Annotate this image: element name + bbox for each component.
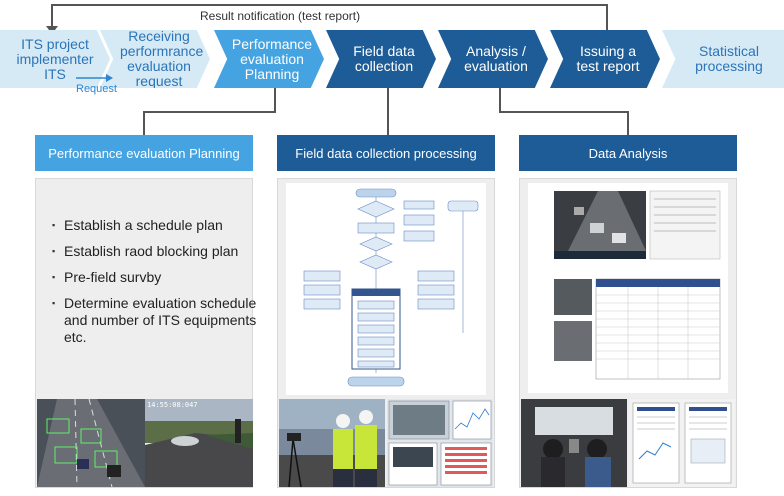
step-label: ITS project implementer ITS <box>16 35 94 82</box>
monitoring-screens-photo <box>387 399 493 487</box>
bullet-item: Establish raod blocking plan <box>52 243 257 260</box>
analysis-software-screen <box>528 183 728 393</box>
field-workers-photo <box>279 399 385 487</box>
report-documents-photo <box>629 399 735 487</box>
panel-planning: Establish a schedule plan Establish raod… <box>35 178 256 488</box>
step-label: Performance evaluation Planning <box>231 35 313 82</box>
photo-timestamp: 14:55:08:047 <box>147 401 198 409</box>
request-label: Request <box>76 83 117 95</box>
step-label: Analysis / evaluation <box>464 43 528 74</box>
step-receiving: Receiving performrance evaluation reques… <box>100 30 210 88</box>
flowchart-document <box>286 183 486 395</box>
in-vehicle-photo <box>521 399 627 487</box>
panel-header-field: Field data collection processing <box>277 135 495 171</box>
road-scene-image <box>145 399 253 487</box>
step-label: Issuing a test report <box>576 43 640 74</box>
planning-bullet-list: Establish a schedule plan Establish raod… <box>52 217 257 355</box>
flowchart-image <box>303 188 479 387</box>
in-vehicle-image <box>521 399 627 487</box>
road-photo: 14:55:08:047 <box>145 399 253 487</box>
request-arrow-icon <box>76 74 113 82</box>
step-issuing: Issuing a test report <box>550 30 660 88</box>
bullet-item: Pre-field survby <box>52 269 257 286</box>
panel-header-planning: Performance evaluation Planning <box>35 135 253 171</box>
panel-field <box>277 178 495 488</box>
step-statistical: Statistical processing <box>662 30 784 88</box>
panel-header-analysis: Data Analysis <box>519 135 737 171</box>
step-analysis: Analysis / evaluation <box>438 30 548 88</box>
step-label: Statistical processing <box>695 43 763 74</box>
step-field: Field data collection <box>326 30 436 88</box>
traffic-camera-photo <box>37 399 145 487</box>
panel-connectors <box>143 88 629 135</box>
monitoring-screens-image <box>388 400 492 486</box>
step-label: Receiving performrance evaluation reques… <box>120 28 204 89</box>
bullet-item: Determine evaluation schedule and number… <box>52 295 257 346</box>
feedback-label: Result notification (test report) <box>200 9 361 23</box>
field-workers-image <box>279 399 385 487</box>
report-documents-image <box>632 402 732 484</box>
panel-analysis <box>519 178 737 488</box>
step-planning: Performance evaluation Planning <box>214 30 324 88</box>
process-flow: ITS project implementer ITS Receiving pe… <box>0 30 784 88</box>
traffic-camera-image <box>37 399 145 487</box>
step-label: Field data collection <box>353 43 415 74</box>
bullet-item: Establish a schedule plan <box>52 217 257 234</box>
analysis-software-image <box>554 190 721 380</box>
